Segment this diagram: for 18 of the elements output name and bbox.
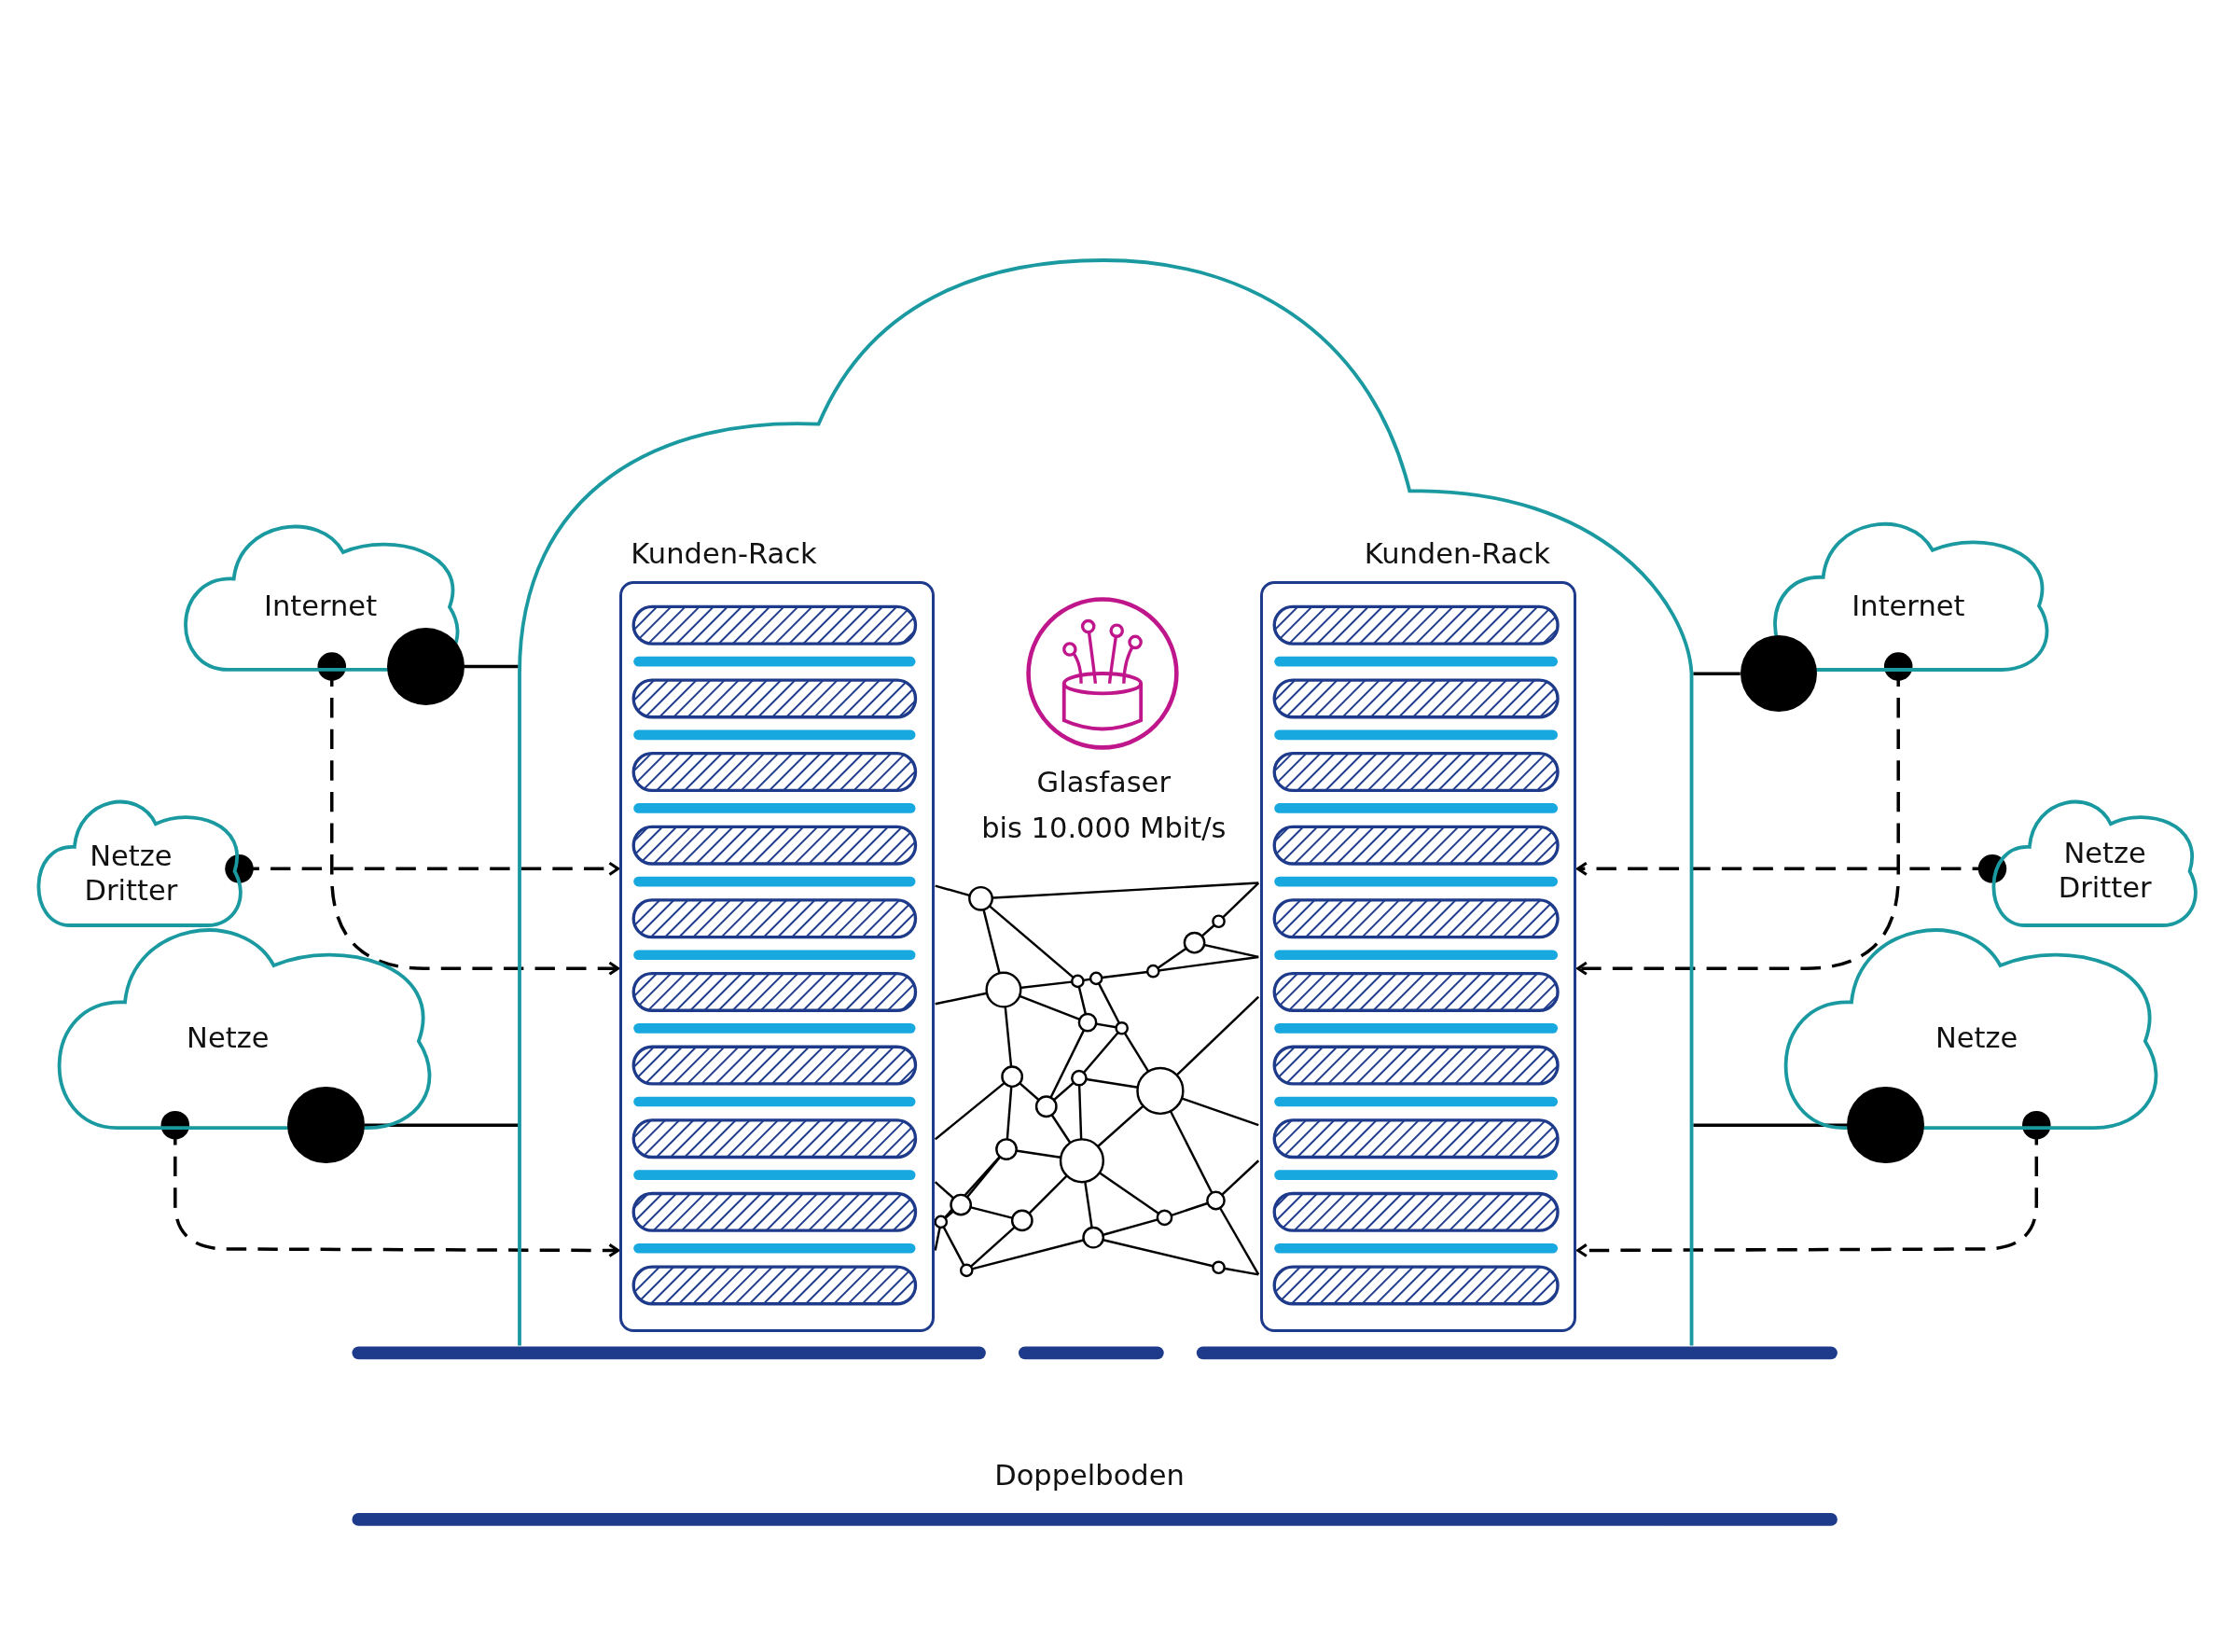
connector-line — [364, 1123, 519, 1127]
dashed-arrow — [1576, 854, 2007, 883]
dashed-arrow — [160, 1110, 620, 1258]
cloud-label: Netze — [187, 1020, 270, 1056]
cloud-label: Internet — [1852, 590, 1965, 624]
rack-label: Kunden-Rack — [1364, 536, 1550, 570]
connector-line — [464, 664, 519, 669]
rack-label: Kunden-Rack — [631, 536, 817, 570]
cloud-label: Internet — [263, 590, 378, 624]
cloud-label: Netze — [1935, 1020, 2018, 1056]
connector-line — [1693, 1123, 1848, 1127]
dashed-arrow — [317, 652, 620, 976]
dashed-arrow — [1576, 1110, 2051, 1258]
dashed-arrow — [225, 854, 620, 883]
cloud-label: Netze Dritter — [2057, 837, 2153, 906]
connector-line — [1693, 672, 1741, 675]
cloud-label: Netze Dritter — [83, 840, 179, 909]
dashed-arrow — [1576, 652, 1913, 976]
